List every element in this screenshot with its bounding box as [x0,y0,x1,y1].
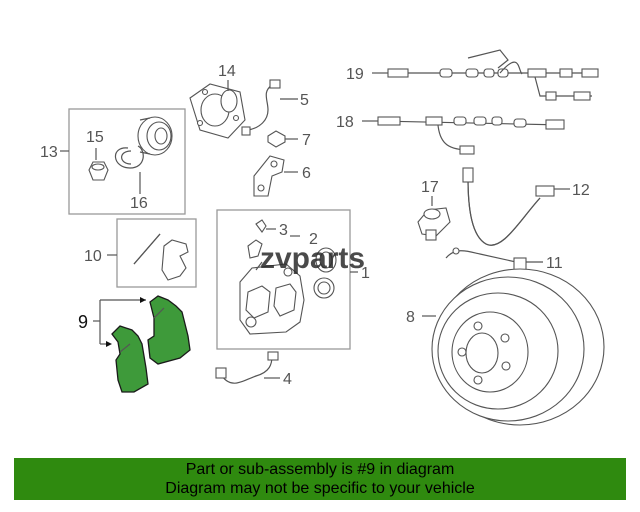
banner-line-1: Part or sub-assembly is #9 in diagram [185,461,455,478]
brake-line-lower [215,351,280,384]
callout-18: 18 [336,114,354,131]
callout-16: 16 [130,195,148,212]
callout-1: 1 [361,265,370,282]
callout-3: 3 [279,222,288,239]
callout-11: 11 [546,255,563,272]
callout-15: 15 [86,129,104,146]
brake-rotor-8 [422,268,605,426]
callout-8: 8 [406,309,415,326]
callout-labels: 1 2 3 4 5 6 7 8 9 10 11 12 13 14 15 16 1… [40,63,590,388]
wheel-hub [189,80,246,139]
bolt-7 [267,130,298,148]
pad-hardware [133,233,189,281]
banner-line-2: Diagram may not be specific to your vehi… [165,480,475,497]
wear-sensor-18 [362,116,565,155]
callout-9: 9 [78,312,88,332]
bearing-parts [88,116,173,194]
callout-19: 19 [346,66,364,83]
callout-12: 12 [572,182,590,199]
callout-13: 13 [40,144,58,161]
callout-2: 2 [309,231,318,248]
callout-6: 6 [302,165,311,182]
callout-14: 14 [218,63,236,80]
caliper-box [216,209,351,350]
callout-17: 17 [421,179,439,196]
brake-hose-12 [462,167,570,246]
callout-7: 7 [302,132,311,149]
callout-4: 4 [283,371,292,388]
brake-line-upper [241,79,298,136]
info-banner: Part or sub-assembly is #9 in diagram Di… [14,458,626,500]
speed-sensor-17 [417,196,451,241]
wear-sensor-19 [372,49,599,101]
sensor-wire-11 [445,247,543,273]
hardware-kit-box [116,218,197,288]
brake-pad-outer [147,295,191,365]
bracket-6 [253,155,298,197]
brake-pads-highlighted [93,295,191,393]
bearing-kit-box [68,108,186,215]
caliper [239,219,337,335]
callout-5: 5 [300,92,309,109]
callout-10: 10 [84,248,102,265]
watermark-logo: zvparts [260,242,365,275]
brake-pad-inner [111,325,149,393]
